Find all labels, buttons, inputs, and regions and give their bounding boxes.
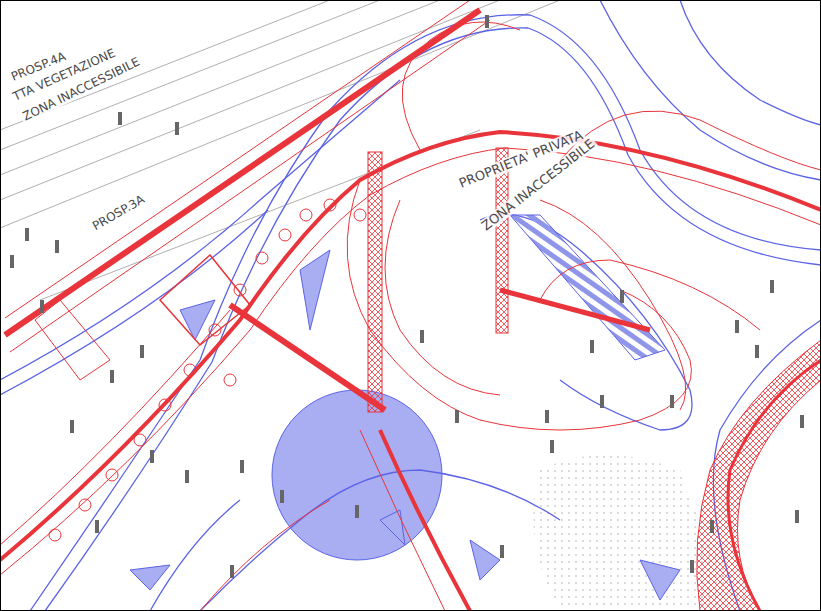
map-label: PROSP.3A	[89, 192, 149, 234]
survey-markers	[10, 15, 804, 578]
circle-zone	[272, 390, 442, 560]
blue-shapes	[130, 215, 680, 600]
red-structures	[35, 148, 821, 611]
red-circle-symbols	[49, 199, 366, 541]
